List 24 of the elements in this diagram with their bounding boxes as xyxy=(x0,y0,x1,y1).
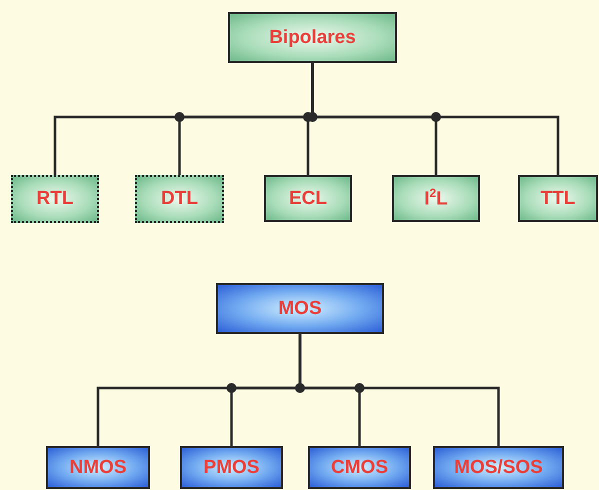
category-label: CMOS xyxy=(331,456,388,478)
category-label: MOS xyxy=(278,298,322,320)
category-label: MOS/SOS xyxy=(454,456,543,478)
category-label: Bipolares xyxy=(269,26,356,48)
connector-line xyxy=(311,63,560,175)
category-box xyxy=(228,12,397,63)
category-box xyxy=(518,175,598,222)
category-label: RTL xyxy=(36,188,74,210)
category-label: NMOS xyxy=(70,456,126,478)
category-box xyxy=(216,283,384,334)
category-box xyxy=(392,175,480,222)
category-box xyxy=(308,446,411,489)
category-label: TTL xyxy=(540,188,576,210)
connector-line xyxy=(298,334,500,446)
category-box xyxy=(135,175,224,223)
category-label: ECL xyxy=(289,188,327,210)
category-label: I$^{2}$L xyxy=(424,186,448,211)
category-label: DTL xyxy=(161,188,198,210)
category-label: PMOS xyxy=(204,456,260,478)
category-box xyxy=(11,175,99,223)
category-box xyxy=(180,446,283,489)
category-box xyxy=(264,175,352,222)
category-box xyxy=(433,446,564,489)
category-box xyxy=(46,446,150,489)
